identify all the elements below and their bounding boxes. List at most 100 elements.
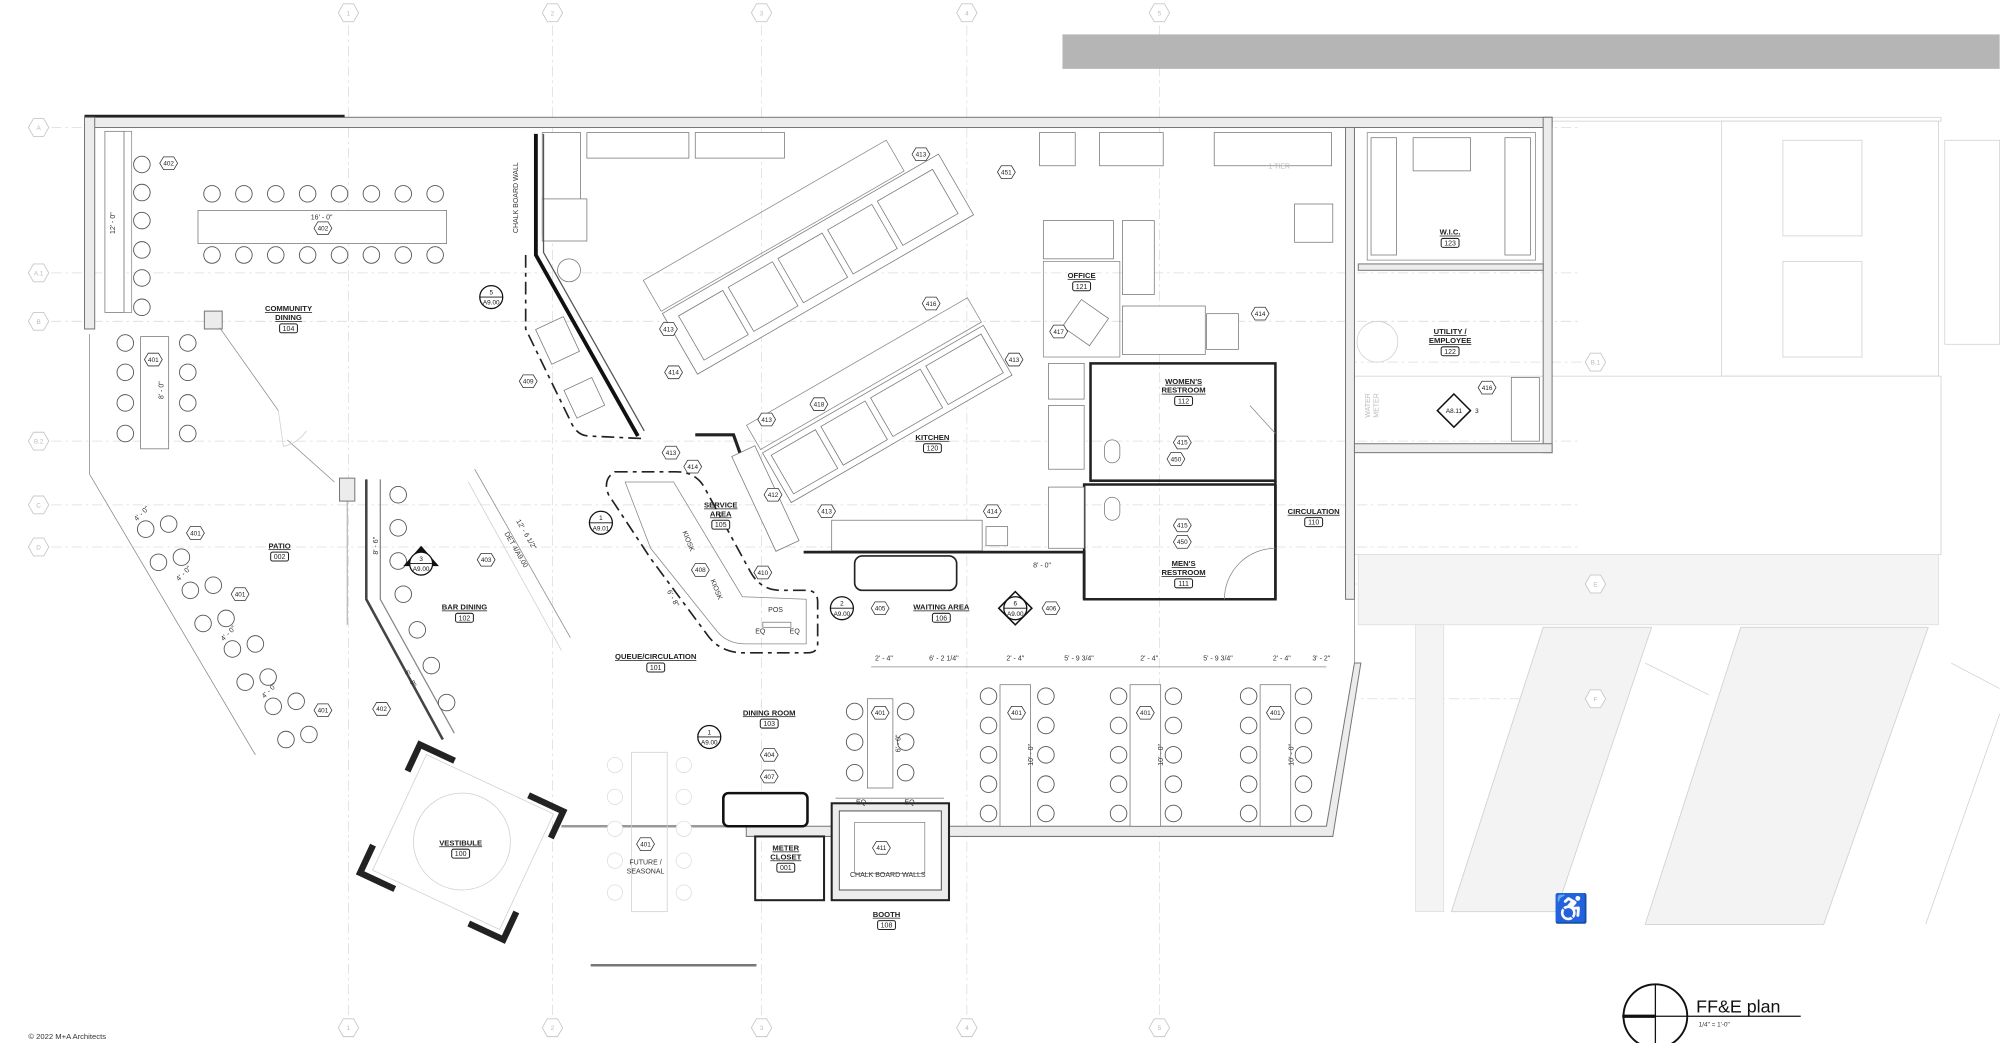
keynote-hexagon-icon [1004,352,1024,367]
keynote-number: 403 [481,557,492,564]
dimension-label: 6' - 0" [896,734,903,752]
keynote-hexagon-icon [872,841,891,855]
section-marker[interactable]: 5A9.00 [479,284,504,310]
keynote-tag: 409 [518,374,538,389]
grid-hexagon-icon [27,431,50,451]
chair [437,693,456,712]
keynote-number: 401 [148,357,159,364]
chair [116,394,135,412]
chair [896,763,915,782]
section-sheet: A8.11 [1446,408,1463,415]
keynote-hexagon-icon [763,487,783,502]
chair [389,485,407,504]
keynote-hexagon-icon [690,563,710,577]
grid-hexagon-icon [27,263,50,283]
section-marker[interactable]: 6A9.00 [997,590,1033,626]
grid-bubble: 3 [750,3,773,23]
keynote-tag: 410 [753,565,773,580]
chair [845,763,864,782]
keynote-hexagon-icon [982,504,1002,519]
seating [116,155,1313,901]
office-walls [1042,261,1121,358]
banquette-booth [722,791,809,828]
dining-table [999,684,1031,827]
keynote-tag: 415 [1172,435,1192,450]
dimension-label: 2' - 4" [875,655,893,662]
keynote-hexagon-icon [313,221,333,235]
prep-line [746,297,1013,504]
keynote-tag: 414 [683,459,703,474]
counter-equipment [563,376,606,419]
section-marker[interactable]: 3A9.00 [403,545,439,576]
grid-hexagon-icon [1148,1018,1171,1038]
rack [1048,405,1085,470]
keynote-number: 401 [318,708,329,715]
dimension-label: 2' - 4" [1140,655,1158,662]
chair [264,697,282,716]
dimension-label: 4' - 0" [220,625,238,643]
keynote-number: 451 [1001,169,1012,176]
chair [223,640,242,658]
room-number: 110 [1308,520,1319,527]
chair [845,702,864,721]
chair [1294,716,1313,735]
chalk-board-wall-inner [542,133,645,432]
keynote-tag: 408 [690,563,710,577]
section-number: 1 [599,515,603,522]
section-marker[interactable]: 1A9.01 [588,510,614,535]
keynote-number: 413 [916,152,927,159]
dimension-label: 12' - 0" [110,212,117,234]
keynote-hexagon-icon [817,504,836,519]
room-name: RESTROOM [1162,386,1206,395]
keynote-tag: 402 [313,221,333,235]
chair [116,363,135,382]
keynote-tag: 401 [870,706,890,720]
grid-bubble: 2 [541,1018,564,1038]
storefront [219,327,279,411]
dimension-label: 3' - 2" [1312,655,1330,662]
counter-outline [524,255,645,440]
plan-note: FUTURE / [629,859,661,866]
drawing-title: FF&E plan 1/4" = 1'-0" [1622,983,1801,1043]
room-number-box [759,718,779,729]
room-name: OFFICE [1068,271,1096,280]
keynote-hexagon-icon [809,397,829,411]
keynote-number: 402 [163,161,174,168]
section-marker[interactable]: 1A9.00 [697,724,722,750]
chair [389,552,407,570]
bar-dining [339,469,571,741]
room-number-box [646,662,666,673]
chair [1239,687,1258,705]
counter [831,519,983,552]
keynote-number: 402 [376,706,387,713]
chair [426,246,444,264]
dining-table [1129,684,1162,827]
keynote-hexagon-icon [759,748,779,762]
chair [133,211,151,230]
equipment [1099,132,1164,167]
grid-label: E [1593,582,1597,589]
keynote-hexagon-icon [1135,706,1155,720]
chair [179,394,197,412]
chair [1109,687,1128,705]
keynote-tag: 416 [921,296,941,311]
chair [203,246,221,264]
section-marker[interactable]: 2A9.00 [829,596,855,621]
chair [246,635,265,653]
chair [1037,746,1055,764]
keynote-hexagon-icon [230,587,250,601]
prep-sink [1206,313,1239,350]
grid-bubble: D [27,537,50,557]
keynote-tag: 413 [1004,352,1024,367]
office-desk [1061,298,1110,347]
chair [194,614,212,633]
chair [277,730,295,749]
drawing-title-text: FF&E plan [1696,996,1780,1016]
future-chair [675,852,692,869]
grid-hexagon-icon [1148,3,1171,23]
room-number-box [451,848,471,859]
rack [1048,363,1085,400]
header-bar [1062,34,2000,69]
